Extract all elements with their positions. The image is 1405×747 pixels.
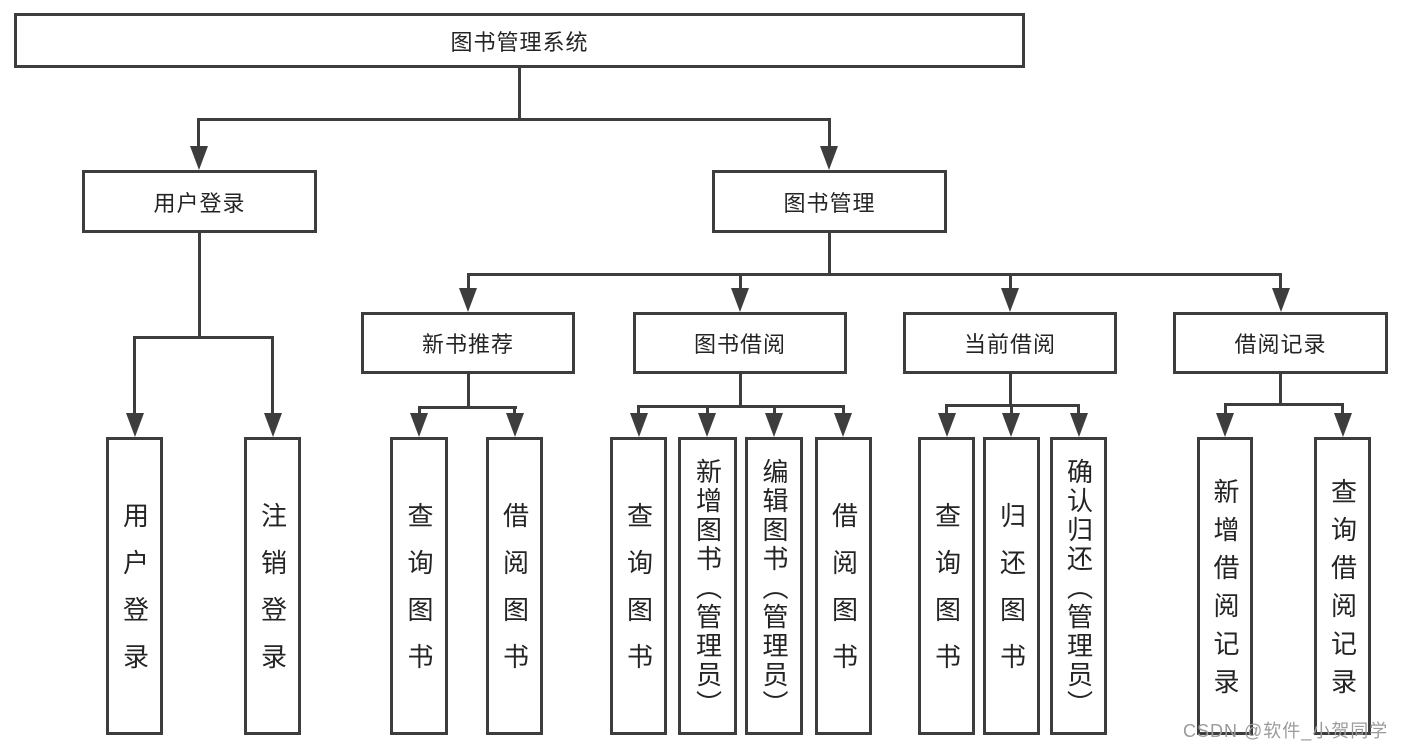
node-label: 借阅图书 [828, 502, 859, 690]
leaf-edit-books-admin: 编辑图书（管理员） [745, 437, 803, 735]
connector-line [467, 374, 470, 408]
leaf-user-login: 用户登录 [106, 437, 163, 735]
connector-line [1224, 403, 1227, 415]
node-label: 新增图书（管理员） [692, 457, 723, 719]
arrowhead-icon [1001, 288, 1019, 312]
connector-line [637, 405, 640, 415]
node-label: 查询图书 [623, 502, 654, 690]
connector-line [828, 233, 831, 273]
node-label: 查询图书 [404, 502, 434, 690]
connector-line [198, 233, 201, 336]
node-book-management: 图书管理 [712, 170, 947, 233]
node-label: 当前借阅 [963, 332, 1056, 357]
node-label: 注销登录 [257, 502, 288, 690]
connector-line [1279, 374, 1282, 405]
node-label: 图书管理 [783, 190, 876, 216]
arrowhead-icon [1334, 413, 1352, 437]
arrowhead-icon [190, 146, 208, 170]
connector-line [706, 405, 709, 415]
leaf-query-books-borrowing: 查询图书 [610, 437, 667, 735]
connector-line [513, 406, 516, 415]
node-root-library-management-system: 图书管理系统 [14, 13, 1025, 68]
connector-line [1341, 403, 1344, 415]
connector-line [828, 118, 831, 150]
leaf-add-books-admin: 新增图书（管理员） [678, 437, 737, 735]
connector-line [133, 336, 136, 414]
arrowhead-icon [765, 413, 783, 437]
leaf-query-books-recommend: 查询图书 [390, 437, 448, 735]
leaf-query-borrow-record: 查询借阅记录 [1314, 437, 1371, 735]
arrowhead-icon [1002, 413, 1020, 437]
node-current-borrowing: 当前借阅 [903, 312, 1117, 374]
arrowhead-icon [264, 413, 282, 437]
arrowhead-icon [630, 413, 648, 437]
node-label: 新书推荐 [421, 332, 514, 357]
connector-line [271, 336, 274, 414]
arrowhead-icon [459, 288, 477, 312]
connector-line [197, 118, 200, 150]
arrowhead-icon [1216, 413, 1234, 437]
arrowhead-icon [1272, 288, 1290, 312]
leaf-borrow-books-recommend: 借阅图书 [486, 437, 543, 735]
connector-line [773, 405, 776, 415]
node-label: 图书借阅 [693, 332, 786, 357]
connector-line [1009, 374, 1012, 406]
node-label: 图书管理系统 [450, 29, 589, 55]
connector-line [1224, 403, 1344, 406]
csdn-watermark: CSDN @软件_小贺同学 [1183, 721, 1389, 741]
connector-line [467, 273, 470, 289]
node-new-book-recommendation: 新书推荐 [361, 312, 575, 374]
node-label: 用户登录 [119, 502, 150, 690]
node-label: 用户登录 [153, 190, 246, 216]
arrowhead-icon [731, 288, 749, 312]
leaf-confirm-return-admin: 确认归还（管理员） [1050, 437, 1107, 735]
arrowhead-icon [938, 413, 956, 437]
node-user-login: 用户登录 [82, 170, 317, 233]
leaf-add-borrow-record: 新增借阅记录 [1197, 437, 1253, 735]
leaf-borrow-books-borrowing: 借阅图书 [815, 437, 872, 735]
connector-line [1009, 273, 1012, 289]
arrowhead-icon [506, 413, 524, 437]
connector-line [418, 406, 421, 415]
node-label: 编辑图书（管理员） [759, 457, 789, 719]
connector-line [739, 273, 742, 289]
arrowhead-icon [698, 413, 716, 437]
node-label: 新增借阅记录 [1210, 478, 1240, 706]
node-label: 确认归还（管理员） [1063, 457, 1094, 719]
connector-line [1279, 273, 1282, 289]
leaf-query-books-current: 查询图书 [918, 437, 975, 735]
connector-line [637, 405, 845, 408]
node-label: 查询图书 [931, 502, 962, 690]
arrowhead-icon [834, 413, 852, 437]
arrowhead-icon [126, 413, 144, 437]
node-borrowing-records: 借阅记录 [1173, 312, 1388, 374]
leaf-return-books: 归还图书 [983, 437, 1040, 735]
connector-line [739, 374, 742, 407]
node-label: 借阅记录 [1234, 332, 1327, 357]
arrowhead-icon [820, 146, 838, 170]
connector-line [133, 336, 274, 339]
arrowhead-icon [410, 413, 428, 437]
connector-line [945, 404, 948, 415]
node-book-borrowing: 图书借阅 [633, 312, 847, 374]
connector-line [1077, 404, 1080, 415]
arrowhead-icon [1070, 413, 1088, 437]
node-label: 归还图书 [996, 502, 1027, 690]
connector-line [842, 405, 845, 415]
connector-line [467, 273, 1282, 276]
connector-line [198, 118, 831, 121]
connector-line [518, 68, 521, 118]
leaf-logout: 注销登录 [244, 437, 301, 735]
node-label: 借阅图书 [499, 502, 530, 690]
node-label: 查询借阅记录 [1327, 478, 1358, 706]
connector-line [418, 406, 517, 409]
connector-line [1010, 404, 1013, 415]
